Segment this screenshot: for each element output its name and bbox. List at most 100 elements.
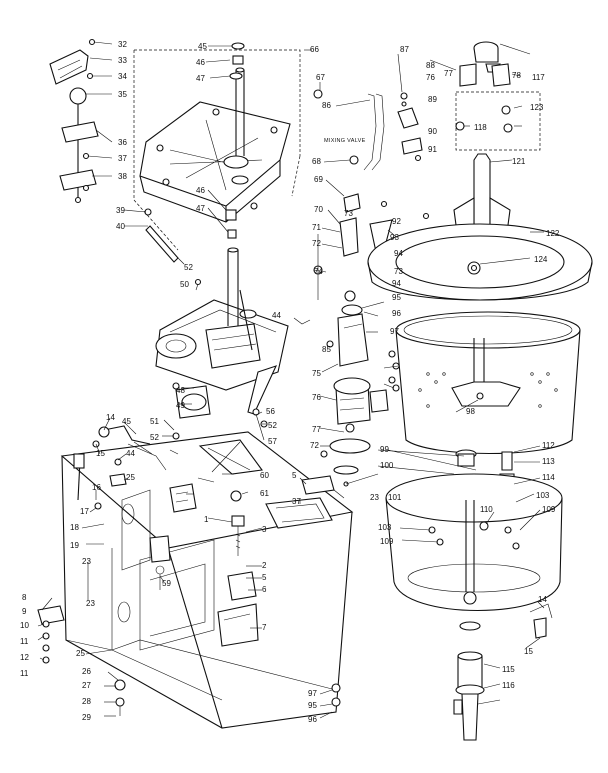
part-label: 51 [150,417,159,426]
part-label: 49 [176,401,185,410]
part-label: 87 [400,45,409,54]
base-plate-assembly [133,42,323,251]
part-label: 1 [204,515,209,524]
part-label: 52 [150,433,159,442]
part-label: 60 [260,471,269,480]
part-label: 103 [378,523,392,532]
part-label: 101 [388,493,402,502]
part-label: 56 [266,407,275,416]
part-label: 67 [316,73,325,82]
part-label: 57 [268,437,277,446]
part-label: 46 [196,58,205,67]
part-label: 38 [118,172,127,181]
part-label: 23 [82,557,91,566]
part-label: 27 [82,681,91,690]
part-label: 73 [344,209,353,218]
part-label: 78 [512,71,521,80]
part-label: 92 [392,217,401,226]
part-label: 23 [370,493,379,502]
part-label: 12 [20,653,29,662]
part-label: 9 [22,607,27,616]
part-label: 71 [312,223,321,232]
part-label: 93 [390,233,399,242]
part-label: 33 [118,56,127,65]
part-label: 121 [512,157,526,166]
part-label: 25 [76,649,85,658]
part-label: 15 [524,647,533,656]
part-label: 123 [530,103,544,112]
part-label: 66 [310,45,319,54]
part-label: 14 [106,413,115,422]
part-label: 5 [262,573,267,582]
part-label: 19 [70,541,79,550]
part-label: 52 [184,263,193,272]
part-label: 44 [272,311,281,320]
part-label: 86 [322,101,331,110]
part-label: 50 [180,280,189,289]
part-label: 91 [428,145,437,154]
tub-assembly [367,41,593,741]
part-label: 59 [162,579,171,588]
part-label: 118 [474,123,487,132]
part-label: 90 [428,127,437,136]
part-label: 28 [82,697,91,706]
part-label: 18 [70,523,79,532]
part-label: 39 [116,206,125,215]
part-label: 69 [314,175,323,184]
part-label: 26 [82,667,91,676]
part-label: 89 [428,95,437,104]
part-label: 2 [262,561,267,570]
part-label: 72 [310,441,319,450]
part-label: 77 [312,425,321,434]
part-label: 10 [20,621,29,630]
part-label: 75 [312,369,321,378]
part-label: 8 [22,593,27,602]
part-label: 94 [394,249,403,258]
part-label: 48 [176,386,185,395]
part-label: 70 [314,205,323,214]
part-label: 6 [262,585,267,594]
part-label: 40 [116,222,125,231]
mixing-valve-annotation: MIXING VALVE [324,138,366,144]
part-label: 110 [480,505,493,514]
part-label: 85 [322,345,331,354]
part-label: 17 [80,507,89,516]
part-label: 35 [118,90,127,99]
part-label: 3 [262,525,267,534]
part-label: 124 [534,255,548,264]
part-label: 96 [308,715,317,724]
control-bracket-parts [49,38,179,263]
part-label: 46 [196,186,205,195]
part-label: 73 [394,267,403,276]
leader-lines [37,41,545,719]
part-label: 52 [268,421,277,430]
part-label: 113 [542,457,555,466]
part-label: 11 [20,637,29,646]
part-label: 112 [542,441,555,450]
part-label: 14 [538,595,547,604]
part-label: 61 [260,489,269,498]
part-label: 37 [292,497,301,506]
part-label: 95 [392,293,401,302]
part-label: 29 [82,713,91,722]
part-label: 32 [118,40,127,49]
part-label: 97 [390,327,399,336]
part-label: 88 [426,61,435,70]
part-label: 34 [118,72,127,81]
part-label: 99 [380,445,389,454]
part-label: 72 [312,239,321,248]
part-label: 11 [20,669,29,678]
part-label: 115 [502,665,515,674]
part-label: 76 [312,393,321,402]
part-label: 117 [532,73,545,82]
part-label: 98 [466,407,475,416]
part-label: 77 [444,69,453,78]
part-label: 37 [118,154,127,163]
left-side-assemblies [37,425,167,664]
part-label: 103 [536,491,550,500]
part-label: 116 [502,681,515,690]
part-label: 7 [262,623,267,632]
cabinet [60,431,354,729]
part-label: 5 [292,471,297,480]
